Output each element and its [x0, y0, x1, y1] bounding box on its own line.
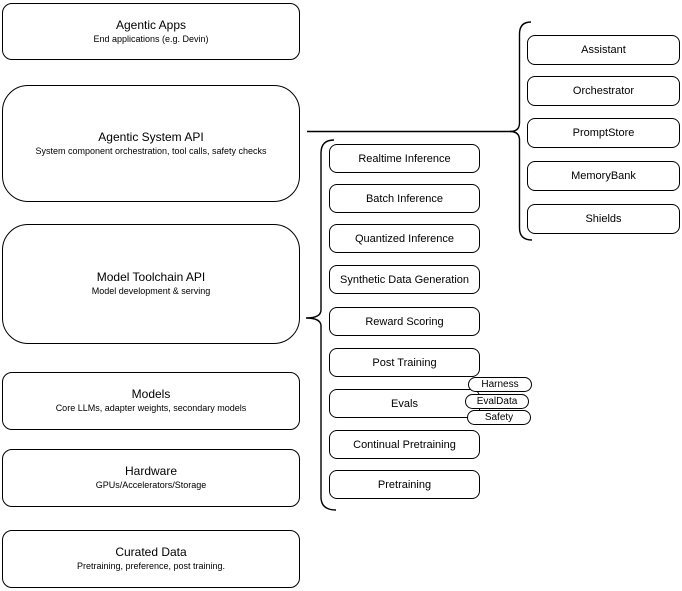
node-label: Synthetic Data Generation: [339, 273, 470, 286]
pill-label: EvalData: [476, 396, 518, 407]
node-label: Batch Inference: [365, 192, 444, 205]
node-curated-data: Curated Data Pretraining, preference, po…: [2, 530, 300, 588]
node-models: Models Core LLMs, adapter weights, secon…: [2, 372, 300, 430]
node-subtitle: End applications (e.g. Devin): [93, 33, 209, 44]
node-continual-pretraining: Continual Pretraining: [329, 430, 480, 459]
node-title: Model Toolchain API: [96, 270, 206, 284]
node-post-training: Post Training: [329, 348, 480, 377]
node-title: Models: [131, 387, 171, 401]
node-title: Curated Data: [115, 545, 187, 559]
node-quantized-inference: Quantized Inference: [329, 224, 480, 253]
pill-evaldata: EvalData: [465, 394, 529, 409]
node-realtime-inference: Realtime Inference: [329, 144, 480, 173]
node-agentic-system-api: Agentic System API System component orch…: [2, 85, 300, 202]
node-label: Evals: [391, 397, 418, 410]
node-label: Assistant: [581, 44, 626, 56]
node-subtitle: Model development & serving: [91, 286, 211, 296]
node-subtitle: Pretraining, preference, post training.: [76, 561, 226, 571]
node-title: Agentic System API: [98, 129, 204, 144]
node-promptstore: PromptStore: [527, 118, 680, 148]
node-hardware: Hardware GPUs/Accelerators/Storage: [2, 449, 300, 507]
node-memorybank: MemoryBank: [527, 161, 680, 191]
node-subtitle: GPUs/Accelerators/Storage: [95, 480, 207, 490]
node-label: PromptStore: [572, 127, 635, 139]
node-subtitle: Core LLMs, adapter weights, secondary mo…: [55, 403, 247, 413]
node-pretraining: Pretraining: [329, 470, 480, 499]
node-synthetic-data-generation: Synthetic Data Generation: [329, 265, 480, 294]
pill-safety: Safety: [467, 410, 531, 425]
node-title: Agentic Apps: [115, 17, 187, 32]
pill-label: Harness: [481, 379, 519, 390]
node-label: Quantized Inference: [354, 232, 455, 245]
node-label: Shields: [585, 213, 622, 225]
node-evals: Evals: [329, 389, 480, 418]
node-shields: Shields: [527, 204, 680, 234]
pill-label: Safety: [484, 412, 514, 423]
node-agentic-apps: Agentic Apps End applications (e.g. Devi…: [2, 3, 300, 60]
pill-harness: Harness: [468, 377, 532, 392]
node-model-toolchain-api: Model Toolchain API Model development & …: [2, 224, 300, 344]
node-label: Reward Scoring: [365, 315, 444, 328]
node-title: Hardware: [124, 464, 178, 478]
node-label: Orchestrator: [572, 85, 635, 97]
node-label: Realtime Inference: [358, 152, 451, 165]
node-label: MemoryBank: [571, 170, 636, 182]
node-subtitle: System component orchestration, tool cal…: [35, 145, 267, 156]
node-label: Continual Pretraining: [353, 438, 456, 451]
node-reward-scoring: Reward Scoring: [329, 307, 480, 336]
node-batch-inference: Batch Inference: [329, 184, 480, 213]
node-label: Pretraining: [377, 478, 432, 491]
node-label: Post Training: [372, 356, 437, 369]
node-assistant: Assistant: [527, 35, 680, 65]
node-orchestrator: Orchestrator: [527, 76, 680, 106]
